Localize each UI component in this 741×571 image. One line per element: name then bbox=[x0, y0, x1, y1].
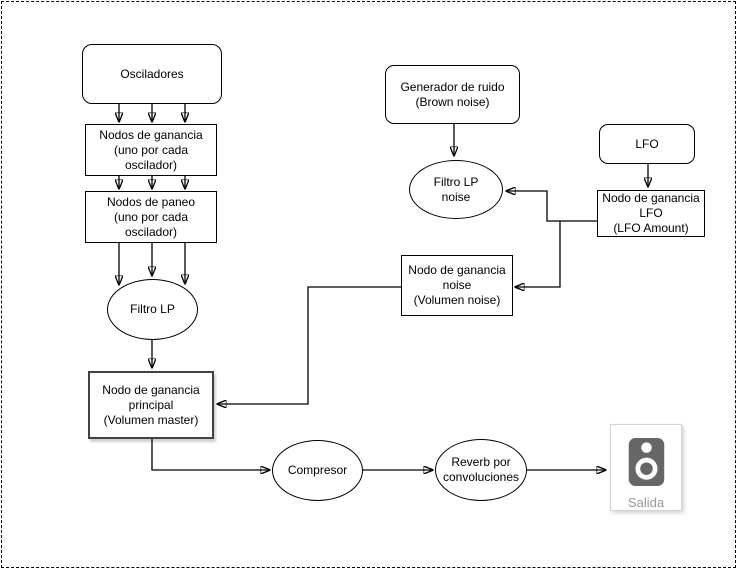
node-lfo[interactable]: LFO bbox=[599, 124, 695, 164]
speaker-icon bbox=[628, 438, 664, 486]
node-filtro-lp-noise[interactable]: Filtro LP noise bbox=[409, 160, 503, 219]
node-generador-ruido[interactable]: Generador de ruido (Brown noise) bbox=[385, 65, 520, 124]
connector-noisegain-maingain bbox=[217, 286, 401, 404]
node-label: Nodos de paneo (uno por cada oscilador) bbox=[106, 194, 196, 239]
connector-maingain-compresor bbox=[151, 439, 270, 470]
connector-lfogain-noisefilter bbox=[506, 191, 597, 222]
node-label: Generador de ruido (Brown noise) bbox=[400, 79, 505, 109]
node-label: Filtro LP bbox=[130, 302, 175, 316]
node-nodos-paneo[interactable]: Nodos de paneo (uno por cada oscilador) bbox=[85, 191, 217, 243]
node-label: Osciladores bbox=[120, 66, 184, 81]
node-label: Filtro LP noise bbox=[433, 174, 479, 204]
node-label: Nodo de ganancia noise (Volumen noise) bbox=[408, 263, 506, 307]
node-filtro-lp[interactable]: Filtro LP bbox=[107, 279, 198, 340]
connector-lfogain-noisegain bbox=[515, 221, 561, 287]
node-osciladores[interactable]: Osciladores bbox=[82, 44, 222, 104]
node-reverb[interactable]: Reverb por convoluciones bbox=[435, 439, 527, 501]
node-label: Compresor bbox=[287, 463, 348, 477]
node-ganancia-lfo[interactable]: Nodo de ganancia LFO (LFO Amount) bbox=[597, 190, 705, 237]
node-label: LFO bbox=[635, 136, 659, 151]
node-nodos-ganancia[interactable]: Nodos de ganancia (uno por cada oscilado… bbox=[85, 124, 217, 176]
node-label: Nodos de ganancia (uno por cada oscilado… bbox=[99, 127, 203, 172]
node-label: Nodo de ganancia LFO (LFO Amount) bbox=[602, 191, 700, 235]
node-label: Reverb por convoluciones bbox=[442, 455, 520, 484]
node-salida[interactable]: Salida bbox=[610, 424, 682, 511]
node-compresor[interactable]: Compresor bbox=[272, 440, 363, 501]
node-label: Nodo de ganancia principal (Volumen mast… bbox=[102, 382, 200, 427]
node-ganancia-noise[interactable]: Nodo de ganancia noise (Volumen noise) bbox=[401, 255, 513, 316]
node-label: Salida bbox=[627, 495, 665, 510]
node-ganancia-principal[interactable]: Nodo de ganancia principal (Volumen mast… bbox=[88, 371, 214, 439]
